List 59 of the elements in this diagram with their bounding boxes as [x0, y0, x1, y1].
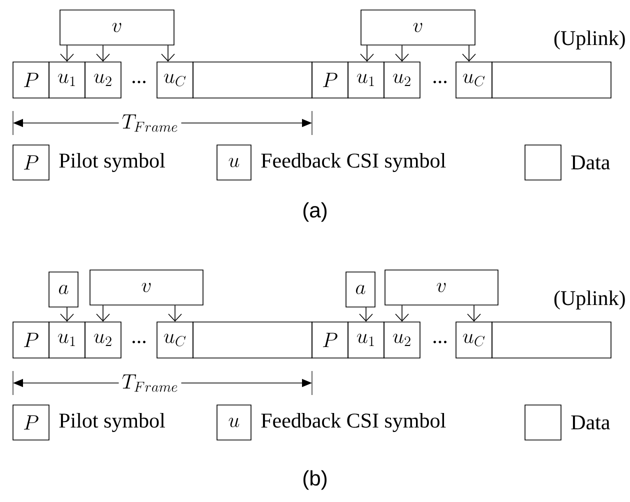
- arrow: [161, 45, 175, 62]
- arrow: [395, 45, 409, 62]
- legend-symbol-box: [524, 404, 562, 440]
- arrow: [96, 305, 110, 322]
- slot-cell: $u_1$: [48, 322, 86, 358]
- arrow: [60, 45, 74, 62]
- feedback-box: $v$: [90, 270, 204, 306]
- panel-label: (a): [303, 202, 327, 222]
- slot-cell: [492, 322, 612, 358]
- feedback-box: $v$: [60, 10, 174, 46]
- legend-symbol-box: [524, 144, 562, 180]
- slot-cell: $u_2$: [84, 62, 122, 98]
- legend-text: Data: [571, 156, 610, 170]
- legend-text: Pilot symbol: [59, 152, 165, 172]
- legend-symbol-box: $P$: [12, 144, 50, 180]
- slot-cell: $u_2$: [384, 62, 420, 98]
- arrow: [462, 45, 476, 62]
- legend-text: Data: [571, 416, 610, 430]
- slot-cell: [192, 62, 312, 98]
- slot-cell: $u_C$: [156, 62, 194, 98]
- duration-label: $T_{Frame}$: [118, 111, 182, 135]
- feedback-box: $v$: [360, 10, 476, 46]
- slot-cell: $u_C$: [456, 62, 492, 98]
- slot-cell: $P$: [312, 322, 348, 358]
- arrow: [359, 307, 373, 322]
- slot-cell: $P$: [12, 62, 50, 98]
- ellipsis: ...: [132, 80, 146, 84]
- slot-cell: $u_C$: [156, 322, 194, 358]
- slot-cell: $u_C$: [456, 322, 492, 358]
- legend-text: Feedback CSI symbol: [261, 152, 446, 172]
- arrow: [168, 305, 182, 322]
- panel-label: (b): [303, 470, 327, 490]
- slot-cell: [192, 322, 312, 358]
- legend-text: Pilot symbol: [59, 412, 165, 432]
- slot-cell: $P$: [312, 62, 348, 98]
- arrow: [467, 305, 481, 322]
- slot-cell: $u_2$: [384, 322, 420, 358]
- slot-cell: $u_2$: [84, 322, 122, 358]
- legend-symbol-box: $u$: [216, 404, 252, 440]
- link-direction-label: (Uplink): [554, 290, 625, 310]
- duration-label: $T_{Frame}$: [118, 371, 182, 395]
- slot-cell: $u_1$: [348, 322, 384, 358]
- slot-cell: $u_1$: [348, 62, 384, 98]
- legend-symbol-box: $u$: [216, 144, 252, 180]
- feedback-box: $a$: [346, 272, 376, 308]
- ellipsis: ...: [434, 340, 446, 344]
- legend-text: Feedback CSI symbol: [261, 412, 446, 432]
- slot-cell: [492, 62, 612, 98]
- arrow: [60, 307, 74, 322]
- feedback-box: $a$: [48, 272, 78, 308]
- feedback-box: $v$: [384, 270, 498, 306]
- slot-cell: $P$: [12, 322, 50, 358]
- legend-symbol-box: $P$: [12, 404, 50, 440]
- ellipsis: ...: [434, 80, 446, 84]
- arrow: [360, 45, 374, 62]
- arrow: [395, 305, 409, 322]
- arrow: [96, 45, 110, 62]
- slot-cell: $u_1$: [48, 62, 86, 98]
- ellipsis: ...: [132, 340, 146, 344]
